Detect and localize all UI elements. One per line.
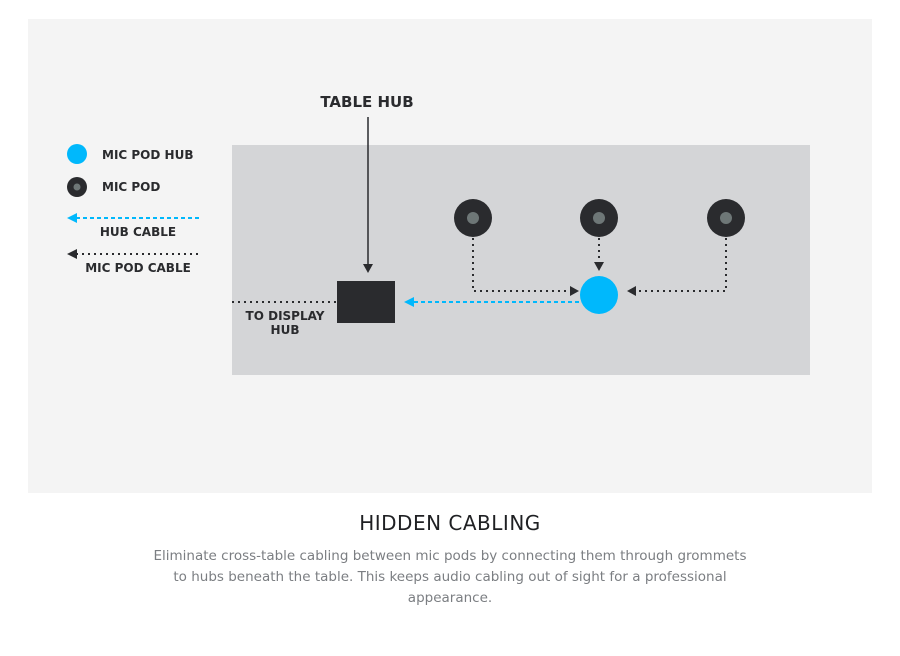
mic-pod-hub xyxy=(580,276,618,314)
arrow-right-icon xyxy=(570,286,579,296)
table-hub xyxy=(337,281,395,323)
display-hub-label-2: HUB xyxy=(271,323,300,337)
arrow-down-icon xyxy=(363,264,373,273)
arrow-left-icon xyxy=(627,286,636,296)
mic-pod-1-center xyxy=(467,212,479,224)
section-title: HIDDEN CABLING xyxy=(359,511,541,535)
section-description: Eliminate cross-table cabling between mi… xyxy=(153,548,747,606)
arrow-left-icon xyxy=(404,297,414,307)
arrow-down-icon xyxy=(594,262,604,271)
mic-pod-3-center xyxy=(720,212,732,224)
legend-mic-pod: MIC POD xyxy=(102,180,160,194)
legend-mic-pod-hub: MIC POD HUB xyxy=(102,148,193,162)
mic-pod-2-center xyxy=(593,212,605,224)
table-hub-label: TABLE HUB xyxy=(320,93,413,111)
arrow-left-icon xyxy=(67,213,77,223)
arrow-left-icon xyxy=(67,249,77,259)
display-hub-label: TO DISPLAY xyxy=(246,309,325,323)
legend-pod-inner xyxy=(73,183,81,191)
table-surface xyxy=(232,145,810,375)
legend-hub-icon xyxy=(67,144,87,164)
legend-mic-pod-cable: MIC POD CABLE xyxy=(85,261,191,275)
legend-hub-cable: HUB CABLE xyxy=(100,225,176,239)
